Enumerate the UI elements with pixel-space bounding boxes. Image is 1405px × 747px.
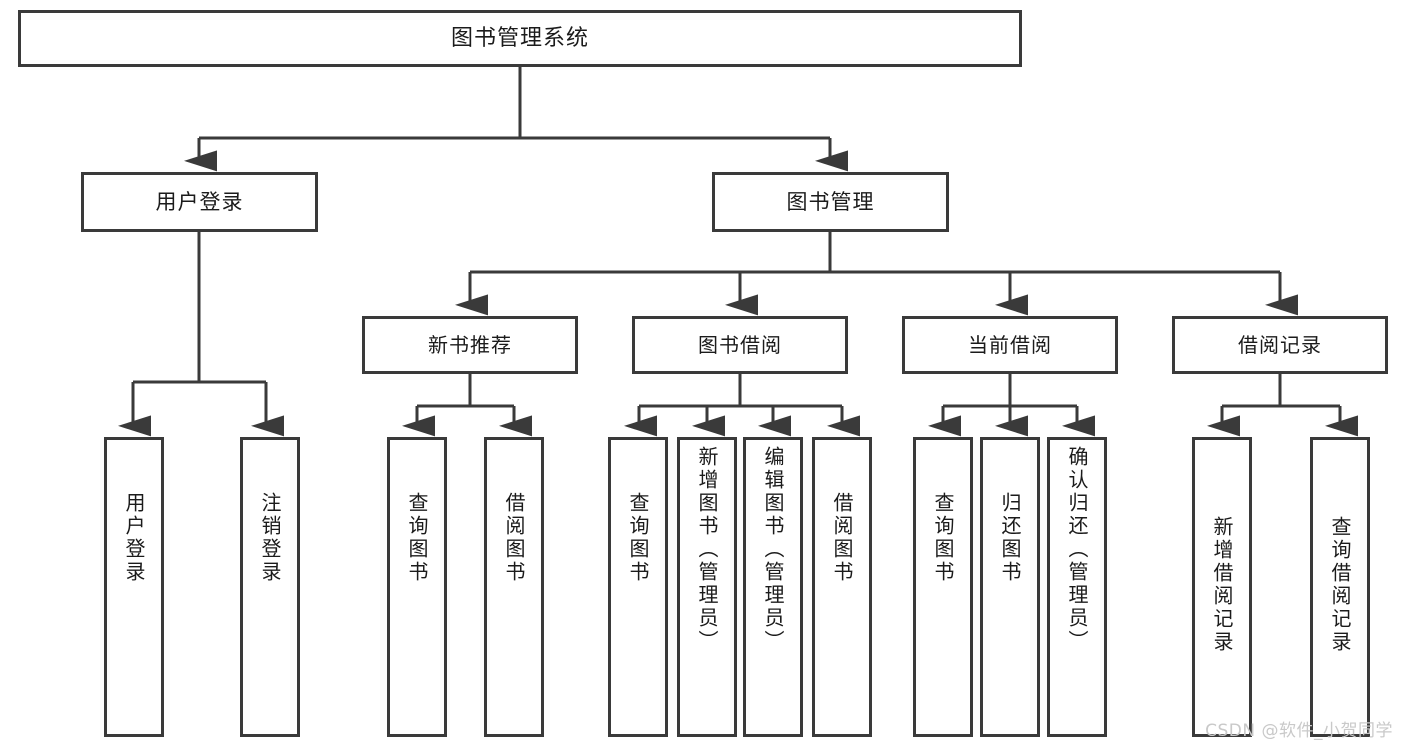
leaf-new-book-borrow-book[interactable]: 借阅图书 (484, 437, 544, 737)
node-label: 新增图书（管理员） (695, 446, 719, 653)
node-current-borrow[interactable]: 当前借阅 (902, 316, 1118, 374)
leaf-new-book-query-book[interactable]: 查询图书 (387, 437, 447, 737)
node-label: 查询图书 (626, 492, 650, 584)
node-label: 编辑图书（管理员） (761, 446, 785, 653)
node-label: 借阅图书 (830, 492, 854, 584)
node-label: 查询借阅记录 (1328, 516, 1352, 654)
csdn-watermark: CSDN @软件_小贺同学 (1205, 721, 1393, 741)
leaf-book-borrow-query-book[interactable]: 查询图书 (608, 437, 668, 737)
leaf-current-borrow-confirm-return-admin[interactable]: 确认归还（管理员） (1047, 437, 1107, 737)
node-label: 确认归还（管理员） (1065, 446, 1089, 653)
node-label: 新增借阅记录 (1210, 516, 1234, 654)
node-label: 注销登录 (258, 492, 282, 584)
leaf-current-borrow-return-book[interactable]: 归还图书 (980, 437, 1040, 737)
node-label: 用户登录 (155, 189, 244, 214)
leaf-book-borrow-borrow-book[interactable]: 借阅图书 (812, 437, 872, 737)
node-book-management[interactable]: 图书管理 (712, 172, 949, 232)
node-user-login[interactable]: 用户登录 (81, 172, 318, 232)
node-label: 新书推荐 (428, 332, 512, 357)
leaf-borrow-record-query-record[interactable]: 查询借阅记录 (1310, 437, 1370, 737)
node-label: 查询图书 (931, 492, 955, 584)
node-label: 借阅图书 (502, 492, 526, 584)
node-label: 图书管理系统 (450, 25, 589, 51)
leaf-user-login-login[interactable]: 用户登录 (104, 437, 164, 737)
node-label: 用户登录 (122, 492, 146, 584)
leaf-book-borrow-add-book-admin[interactable]: 新增图书（管理员） (677, 437, 737, 737)
node-label: 图书管理 (786, 189, 875, 214)
leaf-current-borrow-query-book[interactable]: 查询图书 (913, 437, 973, 737)
leaf-book-borrow-edit-book-admin[interactable]: 编辑图书（管理员） (743, 437, 803, 737)
node-borrow-record[interactable]: 借阅记录 (1172, 316, 1388, 374)
node-new-book-recommend[interactable]: 新书推荐 (362, 316, 578, 374)
node-label: 归还图书 (998, 492, 1022, 584)
leaf-user-login-logout[interactable]: 注销登录 (240, 437, 300, 737)
node-root-book-management-system[interactable]: 图书管理系统 (18, 10, 1022, 67)
node-book-borrow[interactable]: 图书借阅 (632, 316, 848, 374)
node-label: 图书借阅 (698, 332, 782, 357)
node-label: 当前借阅 (968, 332, 1052, 357)
leaf-borrow-record-add-record[interactable]: 新增借阅记录 (1192, 437, 1252, 737)
node-label: 查询图书 (405, 492, 429, 584)
node-label: 借阅记录 (1238, 332, 1322, 357)
